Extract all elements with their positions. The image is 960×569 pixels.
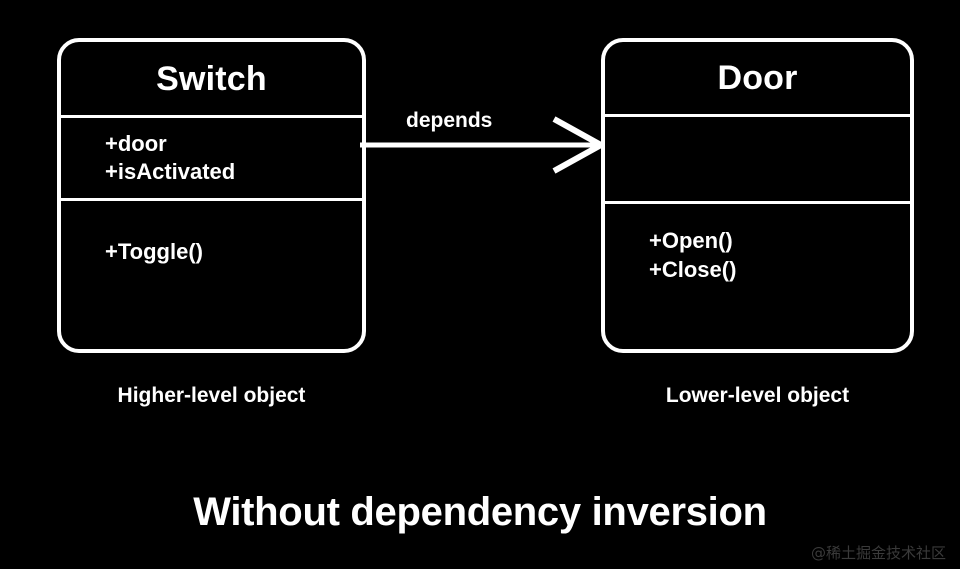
dependency-arrow-label: depends: [406, 109, 493, 132]
uml-class-switch-methods: +Toggle(): [105, 238, 203, 264]
uml-class-door-attributes-compartment: [605, 117, 910, 204]
uml-class-door-name: Door: [717, 59, 798, 97]
uml-class-switch-methods-compartment: +Toggle(): [61, 201, 362, 349]
role-caption-lower-level: Lower-level object: [665, 384, 850, 407]
diagram-caption: Without dependency inversion: [193, 490, 767, 534]
watermark: @稀土掘金技术社区: [810, 544, 946, 562]
uml-class-door: Door +Open() +Close(): [601, 38, 914, 353]
uml-class-door-methods: +Open() +Close(): [649, 228, 737, 282]
uml-class-switch-name: Switch: [156, 59, 267, 98]
role-caption-higher-level: Higher-level object: [117, 384, 306, 407]
uml-class-switch-attributes-compartment: +door +isActivated: [61, 118, 362, 201]
uml-class-door-methods-compartment: +Open() +Close(): [605, 204, 910, 349]
uml-class-switch-title-row: Switch: [61, 42, 362, 118]
uml-class-switch: Switch +door +isActivated +Toggle(): [57, 38, 366, 353]
uml-class-switch-attributes: +door +isActivated: [105, 130, 236, 184]
uml-class-door-title-row: Door: [605, 42, 910, 117]
